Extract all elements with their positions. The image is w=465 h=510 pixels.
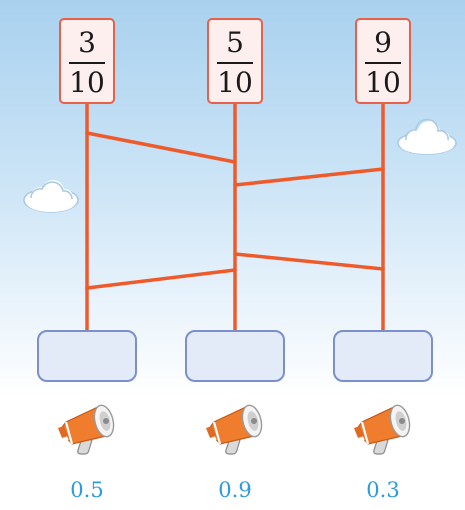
fraction-numerator: 5: [226, 26, 244, 59]
megaphone-icon[interactable]: [200, 392, 270, 462]
rung-4: [233, 252, 385, 271]
fraction-numerator: 3: [78, 26, 96, 59]
fraction-card-2: 5 10: [207, 18, 263, 104]
fraction-numerator: 9: [374, 26, 392, 59]
cloud-icon: [397, 118, 457, 155]
answer-box-3[interactable]: [333, 330, 433, 382]
fraction-card-3: 9 10: [355, 18, 411, 104]
fraction-denominator: 10: [365, 66, 401, 99]
fraction-bar: [365, 62, 401, 64]
decimal-label-2: 0.9: [218, 478, 252, 502]
fraction-bar: [217, 62, 253, 64]
answer-box-2[interactable]: [185, 330, 285, 382]
fraction-denominator: 10: [69, 66, 105, 99]
rung-3: [85, 268, 237, 290]
megaphone-icon[interactable]: [52, 392, 122, 462]
fraction-bar: [69, 62, 105, 64]
answer-box-1[interactable]: [37, 330, 137, 382]
decimal-label-1: 0.5: [70, 478, 104, 502]
cloud-icon: [23, 180, 79, 213]
fraction-denominator: 10: [217, 66, 253, 99]
fraction-card-1: 3 10: [59, 18, 115, 104]
decimal-label-3: 0.3: [366, 478, 400, 502]
rung-1: [85, 131, 237, 164]
rung-2: [233, 167, 385, 187]
megaphone-icon[interactable]: [348, 392, 418, 462]
